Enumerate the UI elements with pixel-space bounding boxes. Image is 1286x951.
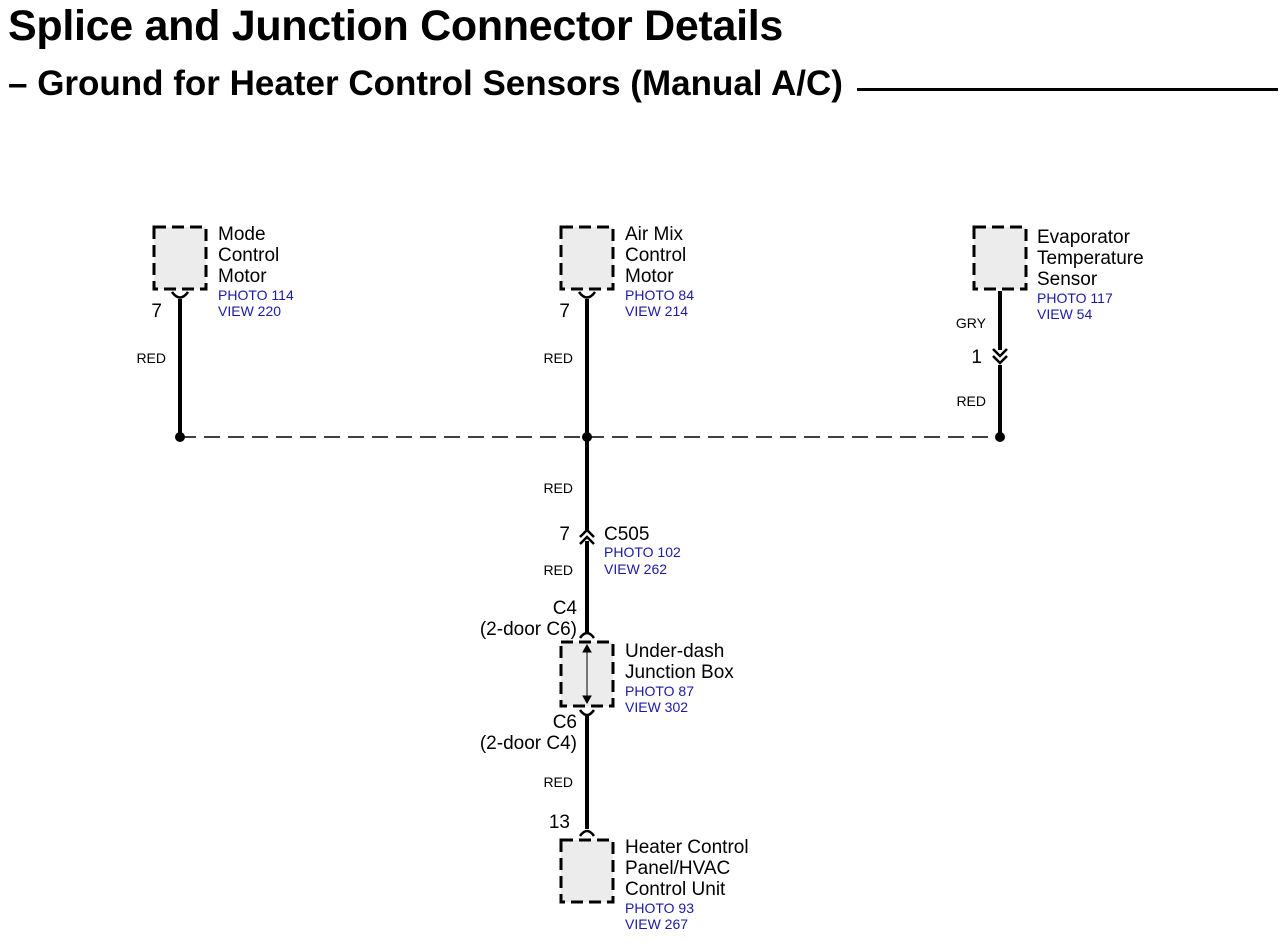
component-name-line: Control: [625, 245, 687, 266]
connector-female-icon: [577, 291, 597, 299]
connector-male-icon: [578, 829, 596, 837]
view-link[interactable]: VIEW 214: [625, 303, 689, 319]
splice-dot: [995, 432, 1005, 442]
connector-alt-name: (2-door C4): [479, 733, 577, 754]
component-name-line: Motor: [218, 266, 267, 287]
view-link[interactable]: VIEW 267: [625, 916, 689, 932]
air-mix-motor-box: [559, 225, 615, 291]
mode-motor-box: [152, 225, 208, 291]
c505-connector-icon: [579, 528, 595, 545]
wire-color-label: RED: [136, 350, 166, 366]
view-link[interactable]: VIEW 54: [1037, 306, 1093, 322]
photo-link[interactable]: PHOTO 84: [625, 287, 694, 303]
photo-link[interactable]: PHOTO 114: [218, 287, 294, 303]
splice-dot: [582, 432, 592, 442]
wire-color-label: RED: [956, 393, 986, 409]
arrow-up-icon: [582, 643, 592, 653]
component-name-line: Junction Box: [625, 662, 734, 683]
photo-link[interactable]: PHOTO 93: [625, 900, 694, 916]
component-name-line: Air Mix: [625, 224, 684, 245]
component-name-line: Evaporator: [1037, 227, 1130, 248]
connector-name: C4: [552, 598, 577, 619]
component-name-line: Under-dash: [625, 641, 725, 662]
photo-link[interactable]: PHOTO 102: [604, 544, 681, 560]
connector-name: C6: [552, 712, 577, 733]
page-subtitle: – Ground for Heater Control Sensors (Man…: [8, 64, 857, 104]
wire-color-label: RED: [543, 562, 573, 578]
splice-dot: [175, 432, 185, 442]
photo-link[interactable]: PHOTO 87: [625, 683, 694, 699]
component-name-line: Motor: [625, 266, 674, 287]
wire-color-label: RED: [543, 480, 573, 496]
connector-name: C505: [604, 524, 650, 545]
heater-panel-box: [559, 838, 615, 904]
component-name-line: Temperature: [1037, 248, 1144, 269]
pin-number: 7: [151, 301, 162, 322]
component-name-line: Control: [218, 245, 280, 266]
view-link[interactable]: VIEW 220: [218, 303, 282, 319]
wire-color-label: RED: [543, 350, 573, 366]
evap-sensor-box: [972, 225, 1028, 291]
component-name-line: Sensor: [1037, 269, 1098, 290]
connector-female-icon: [170, 291, 190, 299]
component-name-line: Heater Control: [625, 837, 749, 858]
photo-link[interactable]: PHOTO 117: [1037, 290, 1113, 306]
pin-number: 13: [548, 812, 570, 833]
wire-color-label: GRY: [955, 315, 986, 331]
pin-number: 7: [559, 524, 570, 545]
view-link[interactable]: VIEW 262: [604, 561, 668, 577]
page-title: Splice and Junction Connector Details: [8, 2, 783, 50]
component-name-line: Mode: [218, 224, 266, 245]
view-link[interactable]: VIEW 302: [625, 699, 689, 715]
connector-alt-name: (2-door C6): [479, 619, 577, 640]
component-name-line: Control Unit: [625, 879, 726, 900]
connector-inline-icon: [992, 348, 1008, 365]
arrow-down-icon: [582, 695, 592, 705]
connector-male-icon: [578, 631, 596, 639]
pin-number: 7: [559, 301, 570, 322]
pin-number: 1: [971, 347, 982, 368]
connector-female-icon: [578, 709, 596, 717]
wire-color-label: RED: [543, 774, 573, 790]
component-name-line: Panel/HVAC: [625, 858, 731, 879]
